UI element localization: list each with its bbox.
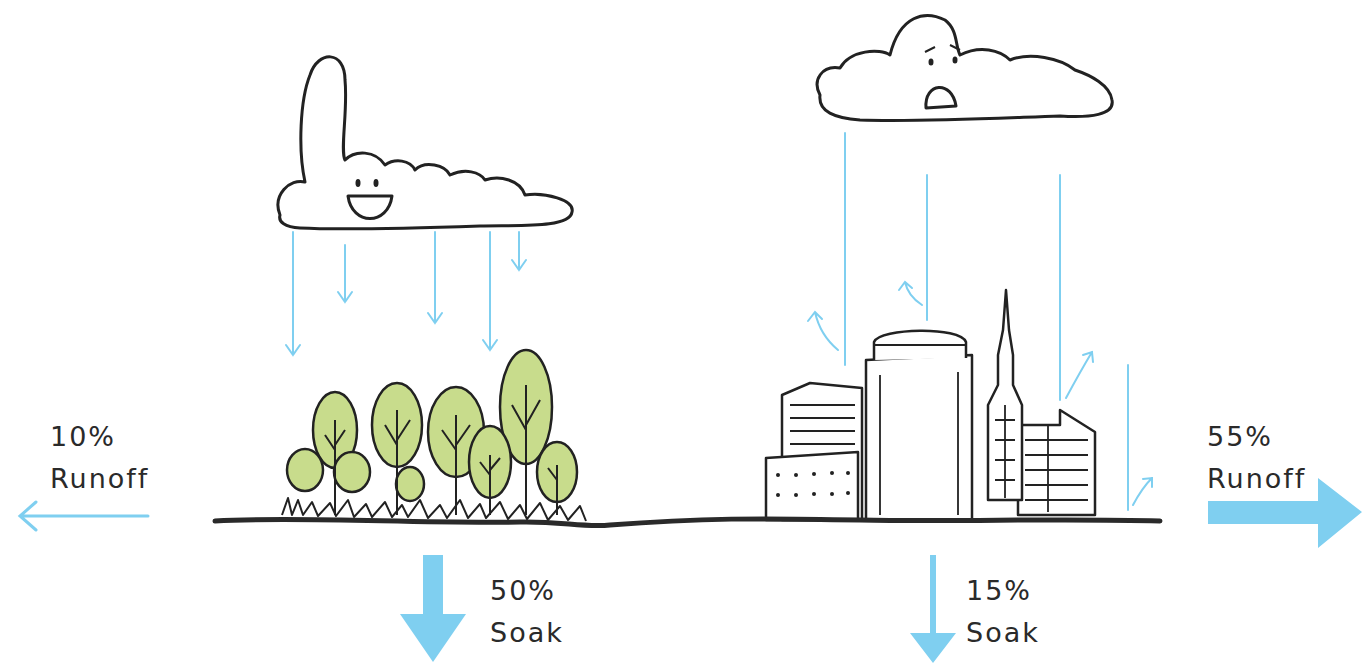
rain-line	[1127, 365, 1129, 510]
tree-trunk	[325, 420, 345, 515]
percentage-label: 15% Soak	[966, 570, 1040, 654]
window-lines	[995, 405, 1015, 498]
cloud-brow	[925, 45, 960, 52]
rain-arrow	[286, 232, 300, 355]
window-dot	[812, 472, 816, 476]
cloud-eye	[356, 179, 361, 187]
sad-cloud	[817, 16, 1112, 121]
percentage-label: 55% Runoff	[1207, 416, 1306, 500]
tree-trunk	[512, 385, 540, 515]
cloud-eye	[953, 57, 958, 64]
window-dot	[830, 471, 834, 475]
cloud-eye	[374, 179, 379, 187]
tree-crown	[396, 467, 424, 501]
splash-arrow	[899, 282, 922, 305]
splash-arrow	[808, 312, 838, 350]
tree-trunk	[385, 410, 410, 515]
window-dots	[776, 471, 850, 497]
rain-arrow	[483, 232, 497, 350]
rain-line	[1059, 175, 1061, 400]
splash-arrow	[1133, 478, 1152, 505]
rain-line	[926, 175, 928, 320]
window-lines	[790, 405, 855, 444]
window-dot	[846, 491, 850, 495]
buildings	[766, 290, 1095, 520]
window-dot	[830, 492, 834, 496]
rain-arrow	[338, 245, 352, 302]
happy-cloud	[278, 57, 572, 229]
cloud-frown	[926, 87, 956, 108]
cloud-eye	[929, 59, 934, 66]
tree-trunk	[442, 415, 470, 515]
percentage-label: 50% Soak	[490, 570, 564, 654]
tree-crown	[334, 452, 370, 492]
rain-arrow	[428, 232, 442, 323]
percentage-label: 10% Runoff	[50, 416, 149, 500]
window-dot	[794, 473, 798, 477]
building	[1018, 410, 1095, 515]
rain-arrows	[286, 232, 526, 355]
window-dot	[846, 471, 850, 475]
rain-line	[844, 133, 846, 365]
window-lines	[874, 345, 966, 515]
window-dot	[776, 473, 780, 477]
building	[766, 452, 858, 520]
soak-arrow-large	[400, 555, 466, 662]
window-dot	[812, 492, 816, 496]
trees	[287, 350, 577, 502]
rain-arrow	[512, 232, 526, 270]
ground-line	[215, 519, 1160, 526]
splash-arrow	[1066, 352, 1093, 398]
window-dot	[776, 493, 780, 497]
runoff-arrow-small	[20, 502, 148, 530]
spire-tower	[988, 290, 1022, 500]
building-details	[790, 345, 1088, 515]
cloud-smile	[348, 196, 392, 219]
soak-arrow-small	[910, 555, 956, 663]
window-lines	[1025, 425, 1088, 512]
tree-trunks	[325, 385, 557, 515]
tree-crown	[287, 449, 323, 491]
window-dot	[794, 493, 798, 497]
tree-trunk	[548, 465, 557, 515]
building	[866, 355, 972, 520]
